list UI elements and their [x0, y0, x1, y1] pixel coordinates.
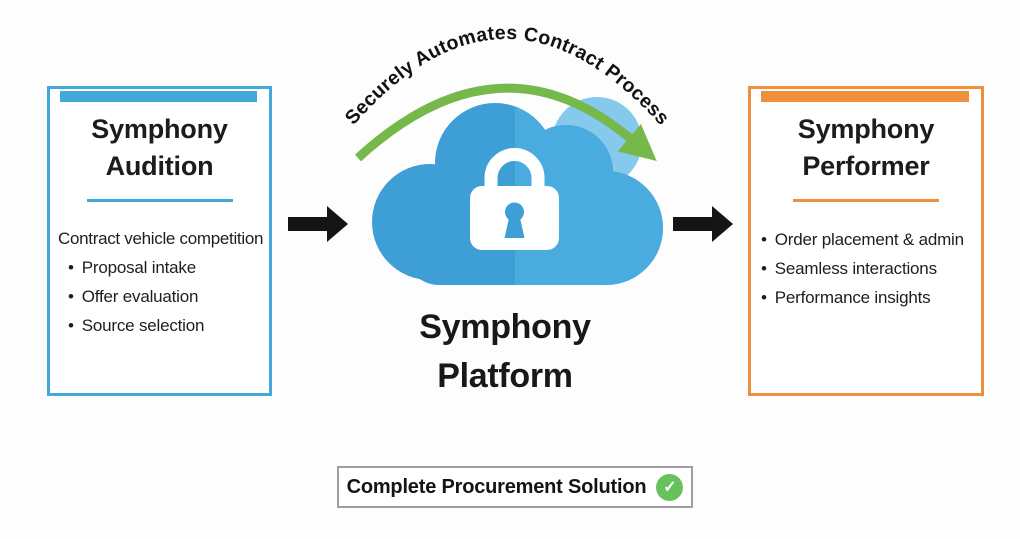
bullet-label: Performance insights — [774, 287, 931, 307]
check-icon: ✓ — [656, 473, 684, 501]
performer-card: Symphony Performer • Order placement & a… — [748, 86, 984, 396]
footer-label: Complete Procurement Solution — [346, 475, 647, 498]
performer-bullet-list: • Order placement & admin • Seamless int… — [751, 230, 981, 308]
bullet-item: • Performance insights — [761, 288, 981, 308]
audition-bullet-list: • Proposal intake • Offer evaluation • S… — [50, 258, 269, 336]
performer-header-bar — [761, 91, 969, 102]
flow-arrow-left-icon — [288, 206, 348, 242]
bullet-label: Proposal intake — [81, 257, 196, 277]
performer-title: Symphony Performer — [797, 114, 935, 182]
bullet-item: • Proposal intake — [68, 258, 269, 278]
bullet-label: Order placement & admin — [774, 229, 964, 249]
bullet-item: • Order placement & admin — [761, 230, 981, 250]
bullet-dot-icon: • — [761, 229, 767, 249]
footer-box: Complete Procurement Solution ✓ — [337, 466, 693, 508]
bullet-item: • Offer evaluation — [68, 287, 269, 307]
flow-arrow-right-icon — [673, 206, 733, 242]
lock-icon — [470, 148, 559, 250]
audition-divider — [86, 198, 233, 202]
bullet-dot-icon: • — [761, 287, 767, 307]
bullet-dot-icon: • — [761, 258, 767, 278]
bullet-label: Source selection — [81, 315, 205, 335]
platform-label: Symphony Platform — [419, 308, 591, 395]
bullet-dot-icon: • — [68, 286, 74, 306]
audition-header-bar — [60, 91, 257, 102]
bullet-dot-icon: • — [68, 257, 74, 277]
bullet-label: Seamless interactions — [774, 258, 937, 278]
bullet-label: Offer evaluation — [81, 286, 199, 306]
arc-arrow-icon — [354, 83, 657, 162]
platform-cloud-graphic: Securely Automates Contract Process — [341, 22, 673, 285]
audition-intro: Contract vehicle competition — [58, 228, 264, 248]
bullet-item: • Seamless interactions — [761, 259, 981, 279]
bullet-dot-icon: • — [68, 315, 74, 335]
audition-title: Symphony Audition — [91, 114, 228, 182]
performer-divider — [793, 198, 939, 202]
bullet-item: • Source selection — [68, 316, 269, 336]
audition-card: Symphony Audition Contract vehicle compe… — [47, 86, 272, 396]
